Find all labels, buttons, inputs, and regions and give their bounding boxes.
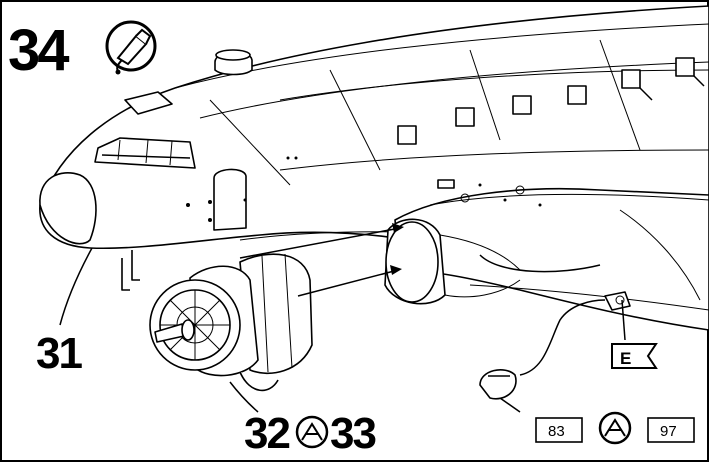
paint-brush-icon [598, 411, 632, 445]
glue-tube-icon [105, 20, 157, 75]
leader-decal [621, 299, 626, 341]
flag-tag-icon [611, 343, 658, 369]
paint-brush-icon [295, 415, 329, 449]
leader-31 [59, 247, 93, 326]
paint-ref-box-b [647, 417, 695, 443]
step-number: 34 [8, 18, 69, 83]
part-number-31: 31 [36, 329, 82, 378]
decal-letter: E [620, 349, 631, 368]
paint-references: 83 97 [535, 411, 695, 445]
paint-ref-box-a [535, 417, 583, 443]
engine-assembly [149, 253, 313, 392]
wing-nacelle [384, 183, 709, 331]
paint-ref-a: 83 [548, 423, 565, 440]
decal-marker: E [611, 343, 658, 369]
lens-part [479, 369, 517, 400]
leader-32 [229, 381, 259, 413]
assembly-arrows [59, 223, 626, 413]
leader-light [519, 299, 606, 376]
part-number-33: 33 [330, 409, 375, 458]
paint-ref-b: 97 [660, 423, 677, 440]
part-number-32: 32 [244, 409, 289, 458]
